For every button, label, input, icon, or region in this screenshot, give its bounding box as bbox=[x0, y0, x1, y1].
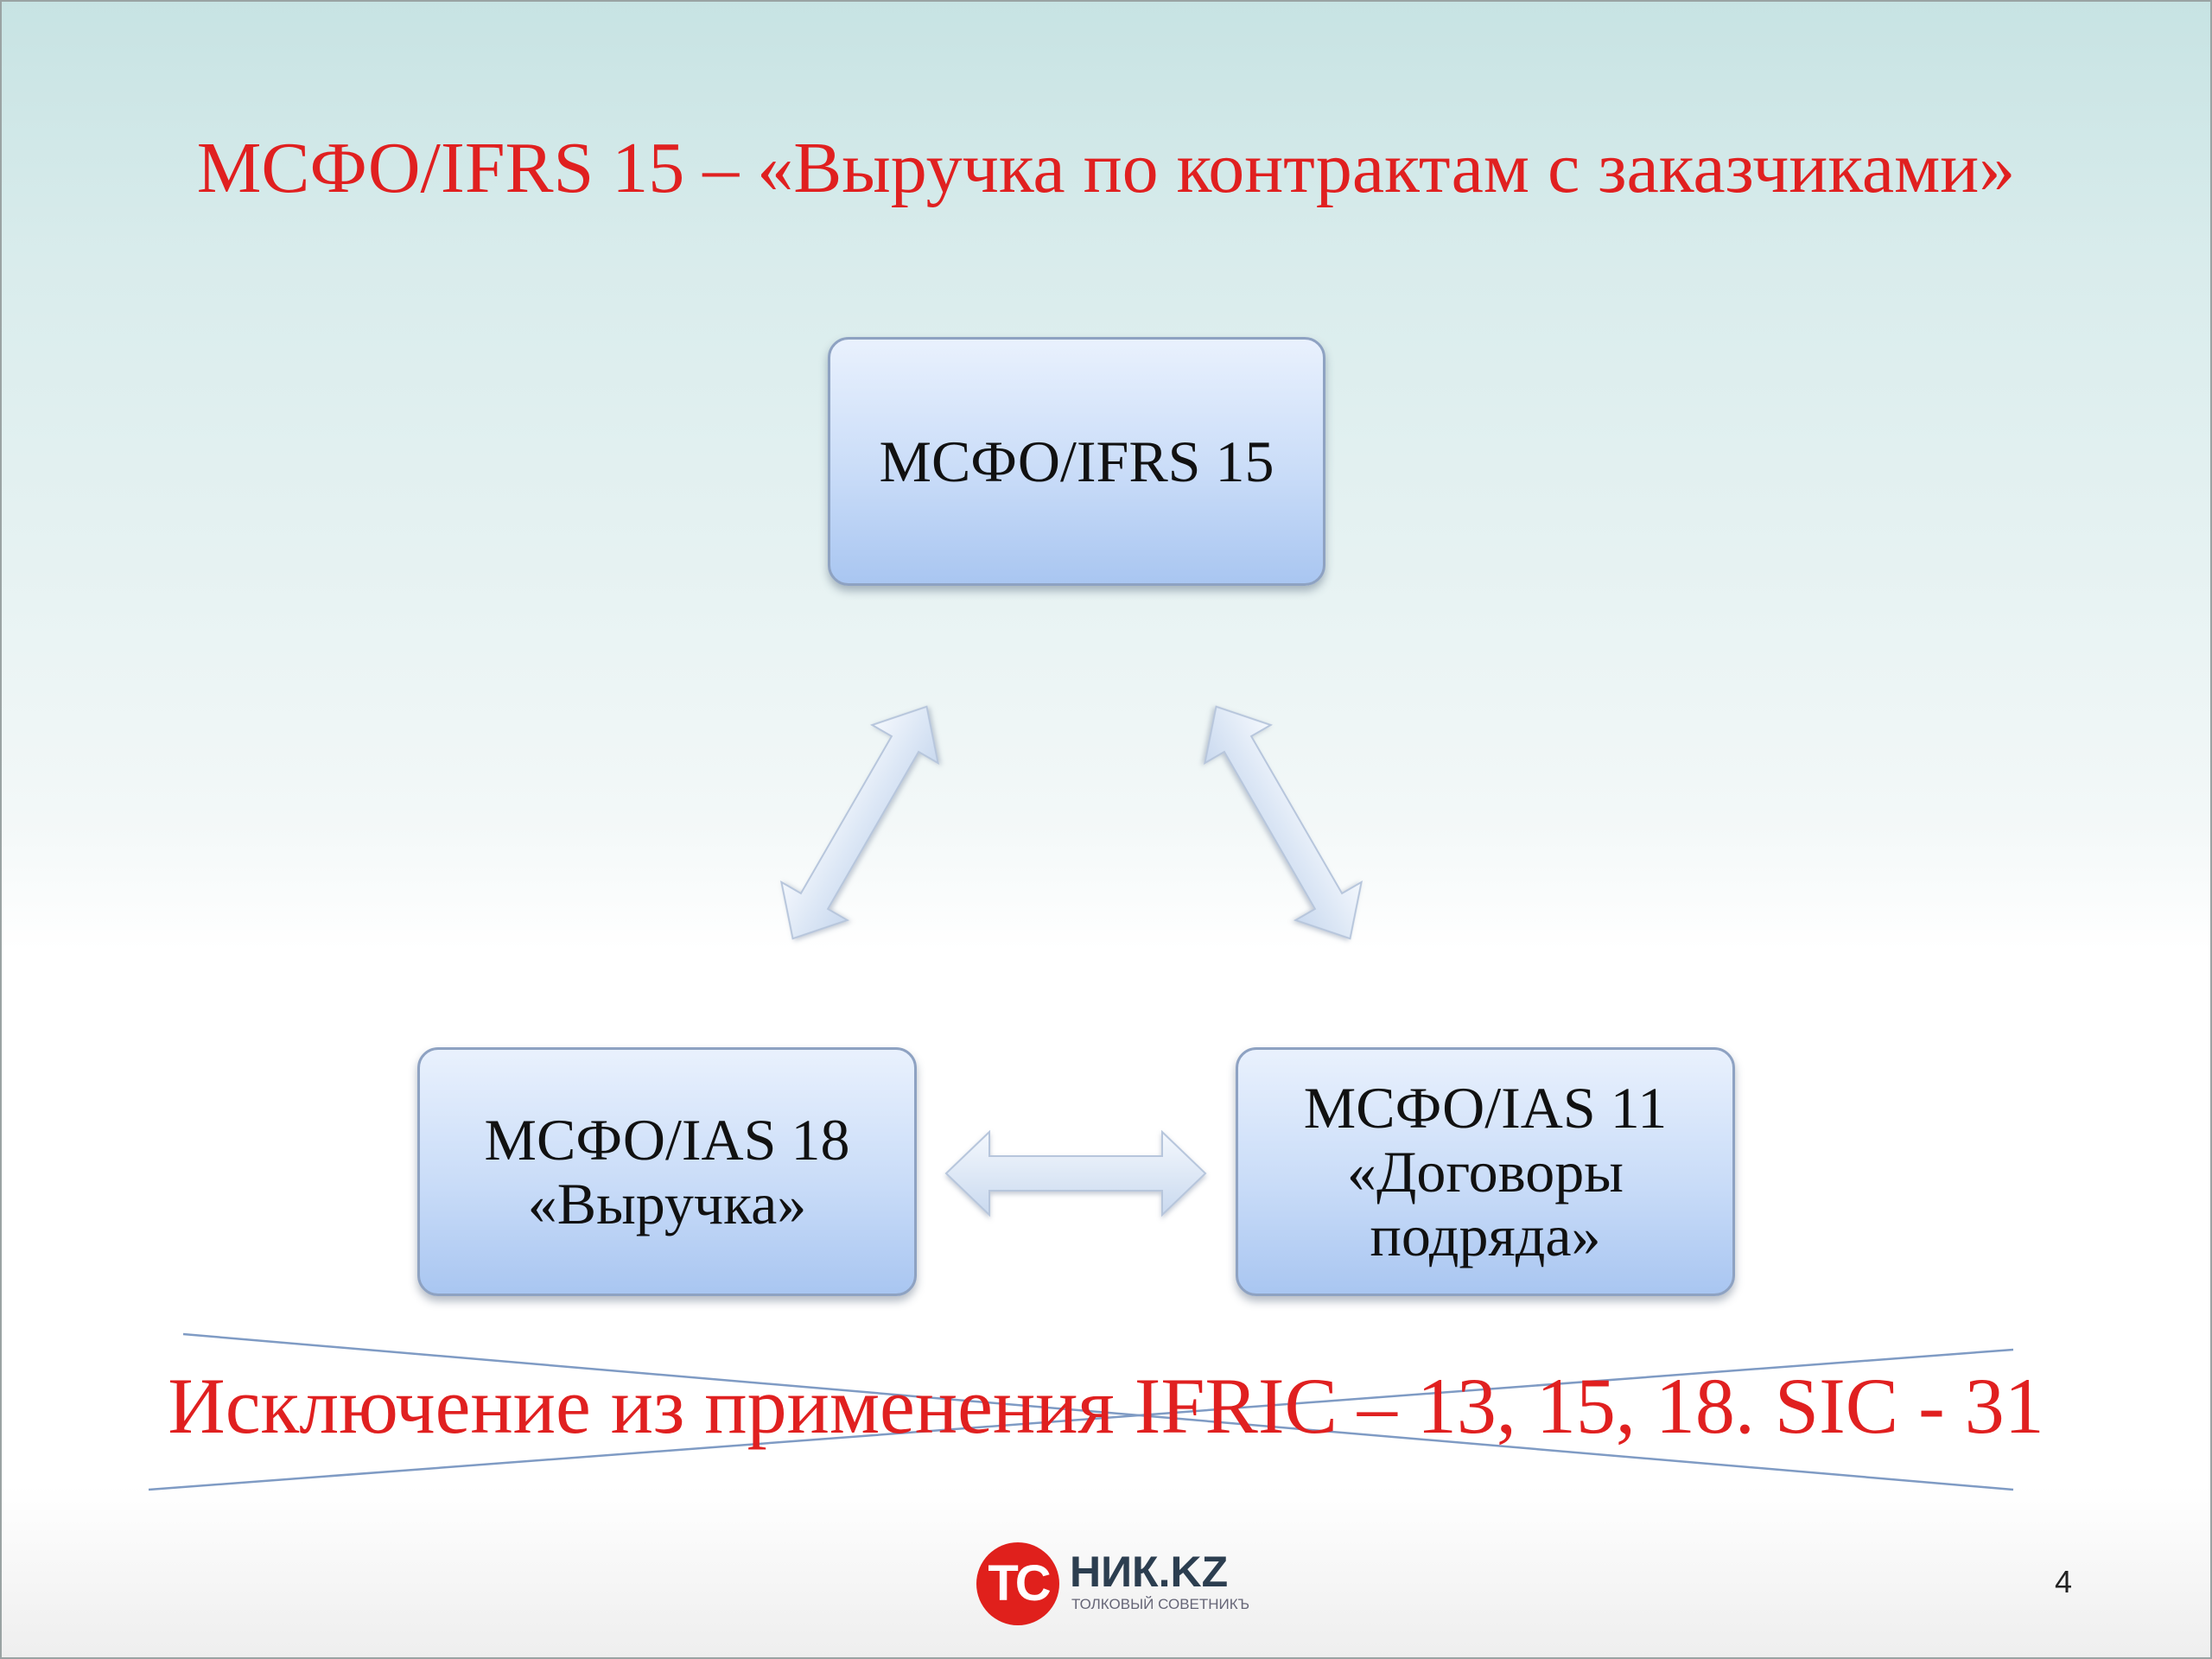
exclusion-text: Исключение из применения IFRIC – 13, 15,… bbox=[168, 1362, 2044, 1450]
slide-title: МСФО/IFRS 15 – «Выручка по контрактам с … bbox=[196, 128, 2016, 208]
strike-line-2 bbox=[148, 1348, 2014, 1491]
node-ias18-line2: «Выручка» bbox=[527, 1171, 807, 1236]
logo: ТС НИК.KZ ТОЛКОВЫЙ СОВЕТНИКЪ bbox=[976, 1542, 1253, 1625]
arrow-top-left bbox=[779, 705, 940, 940]
logo-tagline: ТОЛКОВЫЙ СОВЕТНИКЪ bbox=[1071, 1596, 1250, 1612]
node-ias11-line1: МСФО/IAS 11 bbox=[1303, 1075, 1668, 1141]
arrow-top-right bbox=[1203, 705, 1363, 940]
node-ias11-line3: подряда» bbox=[1370, 1203, 1601, 1268]
logo-name: НИК.KZ bbox=[1070, 1548, 1229, 1596]
logo-mark: ТС bbox=[976, 1542, 1059, 1625]
node-ias18: МСФО/IAS 18 «Выручка» bbox=[417, 1047, 917, 1296]
page-number: 4 bbox=[2055, 1564, 2073, 1599]
arrow-left-right bbox=[944, 1129, 1207, 1217]
strike-line-1 bbox=[182, 1332, 2014, 1491]
node-ias11: МСФО/IAS 11 «Договоры подряда» bbox=[1236, 1047, 1735, 1296]
node-ias18-line1: МСФО/IAS 18 bbox=[484, 1107, 850, 1173]
node-ias11-line2: «Договоры bbox=[1347, 1139, 1624, 1205]
node-ifrs15: МСФО/IFRS 15 bbox=[828, 337, 1325, 586]
node-ifrs15-line1: МСФО/IFRS 15 bbox=[879, 429, 1274, 494]
